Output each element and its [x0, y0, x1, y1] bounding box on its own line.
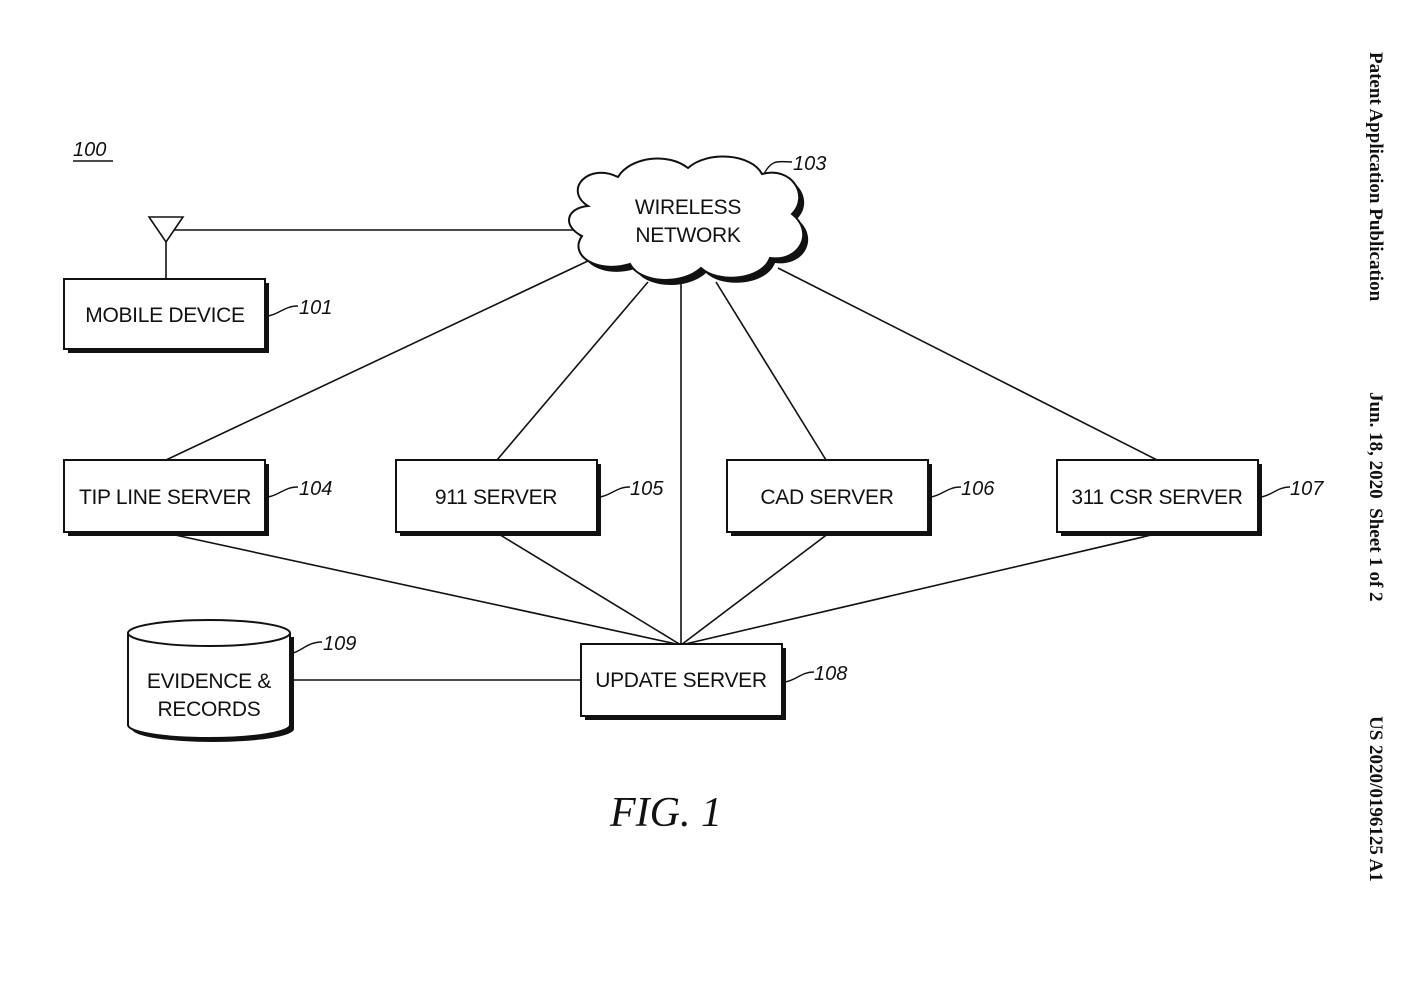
patent-header: Patent Application Publication Jun. 18, … — [1365, 52, 1386, 882]
ref-103: 103 — [793, 153, 826, 175]
mobile-device-box: MOBILE DEVICE — [63, 278, 269, 353]
ref-108: 108 — [814, 663, 847, 685]
evidence-records-label-line2: RECORDS — [158, 698, 261, 721]
link-network-to-311 — [777, 267, 1158, 461]
link-network-to-cad — [715, 281, 827, 461]
link-cad-to-update — [680, 532, 830, 646]
911-server-box: 911 SERVER — [395, 459, 601, 536]
update-server-label: UPDATE SERVER — [595, 669, 767, 692]
figure-ref-label: 100 — [73, 139, 106, 161]
ref-107-leader — [1260, 486, 1291, 498]
evidence-records-label-line1: EVIDENCE & — [147, 670, 271, 693]
911-server-label: 911 SERVER — [435, 486, 557, 509]
ref-105-leader — [599, 486, 631, 498]
cad-server-label: CAD SERVER — [760, 486, 893, 509]
header-date-sheet: Jun. 18, 2020 Sheet 1 of 2 — [1365, 392, 1386, 602]
link-network-to-tip-line — [165, 259, 591, 461]
ref-109-leader — [292, 641, 323, 654]
ref-107: 107 — [1290, 478, 1324, 500]
ref-101-leader — [267, 305, 299, 317]
ref-101: 101 — [299, 297, 332, 319]
ref-104-leader — [267, 486, 299, 498]
header-number: US 2020/0196125 A1 — [1365, 716, 1386, 882]
cad-server-box: CAD SERVER — [726, 459, 932, 536]
wireless-network-cloud: WIRELESS NETWORK — [568, 155, 809, 285]
ref-103-leader — [763, 160, 793, 175]
ref-109: 109 — [323, 633, 356, 655]
figure-caption: FIG. 1 — [609, 790, 722, 836]
mobile-device-label: MOBILE DEVICE — [85, 304, 245, 327]
evidence-records-database: EVIDENCE & RECORDS — [127, 619, 294, 742]
ref-106-leader — [930, 486, 962, 498]
tip-line-server-box: TIP LINE SERVER — [63, 459, 269, 536]
ref-108-leader — [784, 671, 815, 683]
connections — [165, 229, 1161, 681]
link-911-to-update — [496, 532, 682, 646]
ref-104: 104 — [299, 478, 332, 500]
wireless-network-label-line2: NETWORK — [635, 224, 741, 247]
link-tip-line-to-update — [165, 532, 682, 646]
antenna-icon — [147, 216, 185, 244]
link-311-to-update — [680, 532, 1161, 646]
311-csr-server-label: 311 CSR SERVER — [1071, 486, 1242, 509]
ref-105: 105 — [630, 478, 664, 500]
311-csr-server-box: 311 CSR SERVER — [1056, 459, 1262, 536]
header-publication: Patent Application Publication — [1365, 52, 1386, 302]
ref-106: 106 — [961, 478, 995, 500]
wireless-network-label-line1: WIRELESS — [635, 196, 741, 219]
tip-line-server-label: TIP LINE SERVER — [79, 486, 251, 509]
link-network-to-911 — [496, 281, 649, 461]
update-server-box: UPDATE SERVER — [580, 643, 786, 720]
